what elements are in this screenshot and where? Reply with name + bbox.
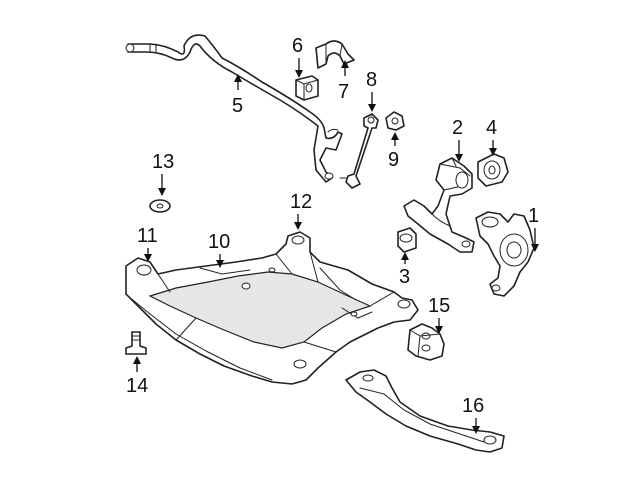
callout-4: 4 xyxy=(486,117,497,156)
callout-3: 3 xyxy=(399,252,410,288)
callout-label: 3 xyxy=(399,266,410,288)
callout-14: 14 xyxy=(126,356,148,397)
washer xyxy=(149,199,171,213)
stabilizer-link xyxy=(339,113,379,189)
callout-label: 11 xyxy=(137,225,158,247)
callout-label: 9 xyxy=(388,149,399,171)
arm-bushing xyxy=(397,227,417,253)
callout-1: 1 xyxy=(528,205,539,252)
callout-label: 7 xyxy=(338,81,349,103)
callout-7: 7 xyxy=(338,60,349,103)
callout-label: 6 xyxy=(292,35,303,57)
callout-label: 14 xyxy=(126,375,148,397)
bushing-bracket xyxy=(315,40,355,69)
lower-control-arm xyxy=(403,157,475,253)
steering-knuckle xyxy=(475,211,535,297)
subframe-bolt xyxy=(125,331,147,355)
callout-2: 2 xyxy=(452,117,463,162)
callout-8: 8 xyxy=(366,69,377,112)
callout-11: 11 xyxy=(137,225,158,262)
callout-label: 13 xyxy=(152,151,174,173)
callout-12: 12 xyxy=(290,191,312,230)
callout-16: 16 xyxy=(462,395,484,434)
callout-label: 4 xyxy=(486,117,497,139)
front-subframe xyxy=(125,231,419,385)
callout-label: 12 xyxy=(290,191,312,213)
callout-label: 16 xyxy=(462,395,484,417)
rear-arm-bushing xyxy=(477,153,509,187)
mount-bracket xyxy=(407,323,445,361)
callout-13: 13 xyxy=(152,151,174,196)
rear-crossmember xyxy=(345,369,505,453)
callout-label: 5 xyxy=(232,95,243,117)
callout-label: 15 xyxy=(428,295,450,317)
callout-10: 10 xyxy=(208,231,230,268)
callout-9: 9 xyxy=(388,132,399,171)
callout-15: 15 xyxy=(428,295,450,334)
stabilizer-bushing xyxy=(295,75,319,101)
callout-5: 5 xyxy=(232,74,243,117)
callout-label: 1 xyxy=(528,205,539,227)
callout-label: 10 xyxy=(208,231,230,253)
link-nut xyxy=(385,111,405,131)
callout-6: 6 xyxy=(292,35,303,78)
stabilizer-bar xyxy=(125,34,343,183)
callout-label: 8 xyxy=(366,69,377,91)
callout-label: 2 xyxy=(452,117,463,139)
